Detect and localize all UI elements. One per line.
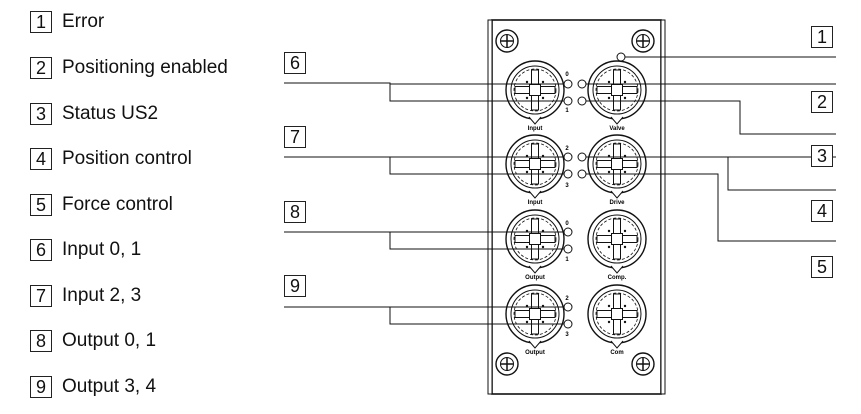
housing-edge [487, 19, 493, 395]
led-output-1-icon [563, 244, 573, 254]
legend-label: Input 0, 1 [62, 239, 142, 260]
legend-number: 1 [30, 11, 52, 33]
connector-label-output-23: Output [525, 350, 545, 356]
legend-label: Output 3, 4 [62, 376, 157, 397]
mounting-screw-icon [495, 29, 519, 53]
legend-label: Input 2, 3 [62, 285, 142, 306]
callout-2: 2 [811, 91, 833, 113]
pin-label: 2 [565, 146, 569, 152]
pin-label: 3 [565, 332, 569, 338]
legend-label: Position control [62, 148, 192, 169]
legend-item-8: 8 Output 0, 1 [30, 328, 156, 354]
legend-item-2: 2 Positioning enabled [30, 55, 228, 81]
mounting-screw-icon [631, 352, 655, 376]
legend-item-4: 4 Position control [30, 146, 192, 172]
led-positioning-enabled-icon [577, 79, 587, 89]
legend-item-9: 9 Output 3, 4 [30, 374, 156, 400]
connector-label-com: Com [610, 350, 623, 356]
legend-item-1: 1 Error [30, 9, 104, 35]
led-input-0-icon [563, 79, 573, 89]
led-status-us2-icon [577, 96, 587, 106]
connector-label-drive: Drive [609, 200, 625, 206]
led-error-icon [616, 52, 626, 62]
legend-label: Error [62, 11, 105, 32]
legend-number: 6 [30, 239, 52, 261]
connector-label-input-23: Input [528, 200, 543, 206]
legend-number: 3 [30, 103, 52, 125]
led-input-3-icon [563, 169, 573, 179]
legend-item-3: 3 Status US2 [30, 101, 158, 127]
connector-label-output-01: Output [525, 275, 545, 281]
callout-3: 3 [811, 145, 833, 167]
led-position-control-icon [577, 152, 587, 162]
led-input-1-icon [563, 96, 573, 106]
led-output-3-icon [563, 319, 573, 329]
connector-label-comp: Comp. [608, 275, 627, 281]
legend-item-7: 7 Input 2, 3 [30, 283, 141, 309]
legend-number: 8 [30, 330, 52, 352]
legend-number: 7 [30, 285, 52, 307]
mounting-screw-icon [495, 352, 519, 376]
callout-7: 7 [284, 126, 306, 148]
pin-label: 1 [565, 108, 569, 114]
leader-lines-left [284, 82, 564, 325]
connector-label-input-01: Input [528, 126, 543, 132]
legend-number: 4 [30, 148, 52, 170]
led-output-2-icon [563, 302, 573, 312]
housing-edge [660, 19, 666, 395]
callout-5: 5 [811, 256, 833, 278]
pin-label: 0 [565, 221, 569, 227]
legend-label: Force control [62, 194, 173, 215]
pin-label: 2 [565, 296, 569, 302]
legend-item-6: 6 Input 0, 1 [30, 237, 141, 263]
led-force-control-icon [577, 169, 587, 179]
mounting-screw-icon [631, 29, 655, 53]
callout-8: 8 [284, 201, 306, 223]
legend-item-5: 5 Force control [30, 192, 173, 218]
callout-1: 1 [811, 26, 833, 48]
legend-label: Positioning enabled [62, 57, 228, 78]
legend-number: 5 [30, 194, 52, 216]
pin-label: 3 [565, 183, 569, 189]
legend-label: Output 0, 1 [62, 330, 157, 351]
legend-label: Status US2 [62, 103, 159, 124]
legend-number: 9 [30, 376, 52, 398]
pin-label: 1 [565, 257, 569, 263]
legend-number: 2 [30, 57, 52, 79]
led-input-2-icon [563, 152, 573, 162]
callout-4: 4 [811, 200, 833, 222]
leader-lines-right [586, 56, 836, 242]
led-output-0-icon [563, 227, 573, 237]
callout-6: 6 [284, 52, 306, 74]
callout-9: 9 [284, 275, 306, 297]
pin-label: 0 [565, 72, 569, 78]
connector-label-valve: Valve [609, 126, 625, 132]
